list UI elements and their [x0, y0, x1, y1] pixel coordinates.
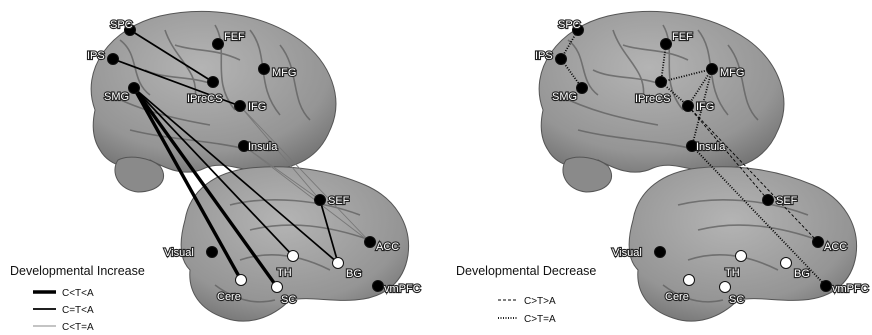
- node-visual: Visual: [164, 247, 218, 260]
- node-marker-mfg: [259, 64, 270, 75]
- node-marker-acc: [813, 237, 824, 248]
- node-marker-ips: [556, 54, 567, 65]
- legend-increase: C<T<A C=T<A C<T=A: [33, 288, 94, 333]
- node-label-sef: SEF: [328, 195, 350, 207]
- node-marker-sef: [763, 195, 774, 206]
- node-marker-ifg: [683, 101, 694, 112]
- node-label-cere: Cere: [665, 291, 689, 303]
- node-marker-acc: [365, 237, 376, 248]
- node-marker-smg: [129, 83, 140, 94]
- node-label-iprecs: IPreCS: [635, 93, 670, 105]
- node-marker-smg: [577, 83, 588, 94]
- panel-title-increase: Developmental Increase: [10, 264, 145, 278]
- node-marker-ifg: [235, 101, 246, 112]
- node-label-mfg: MFG: [720, 67, 744, 79]
- node-label-visual: Visual: [164, 247, 194, 259]
- legend-label-dashed: C>T>A: [524, 296, 556, 307]
- node-label-ips: IPS: [87, 50, 105, 62]
- node-label-ips: IPS: [535, 50, 553, 62]
- node-marker-iprecs: [208, 77, 219, 88]
- legend-label-thick: C<T<A: [62, 288, 94, 299]
- node-label-ifg: IFG: [248, 101, 266, 113]
- node-label-vmpfc: vmPFC: [384, 283, 421, 295]
- node-label-fef: FEF: [224, 31, 245, 43]
- node-label-ifg: IFG: [696, 101, 714, 113]
- panel-increase: SPC FEF IPS MFG SMG IPreCS IFG InsulaSEF ACC Visu…: [10, 11, 421, 333]
- node-label-insula: Insula: [248, 141, 278, 153]
- node-marker-mfg: [707, 64, 718, 75]
- node-marker-cere: [684, 275, 695, 286]
- node-label-sc: SC: [281, 294, 296, 306]
- node-marker-cere: [236, 275, 247, 286]
- node-marker-th: [736, 251, 747, 262]
- node-marker-fef: [661, 39, 672, 50]
- node-label-bg: BG: [794, 268, 810, 280]
- node-ifg: IFG: [683, 101, 715, 114]
- node-label-iprecs: IPreCS: [187, 93, 222, 105]
- node-marker-sc: [720, 282, 731, 293]
- node-marker-visual: [655, 247, 666, 258]
- node-label-cere: Cere: [217, 291, 241, 303]
- node-label-smg: SMG: [552, 91, 577, 103]
- node-marker-bg: [781, 258, 792, 269]
- node-label-vmpfc: vmPFC: [832, 283, 869, 295]
- node-label-acc: ACC: [376, 241, 399, 253]
- node-marker-fef: [213, 39, 224, 50]
- node-label-th: TH: [725, 267, 740, 279]
- node-marker-th: [288, 251, 299, 262]
- node-marker-vmpfc: [821, 281, 832, 292]
- node-ifg: IFG: [235, 101, 267, 114]
- node-marker-visual: [207, 247, 218, 258]
- node-marker-bg: [333, 258, 344, 269]
- node-label-sef: SEF: [776, 195, 798, 207]
- node-sef: SEF: [315, 195, 350, 208]
- node-label-th: TH: [277, 267, 292, 279]
- legend-label-medium: C=T<A: [62, 305, 94, 316]
- node-label-visual: Visual: [612, 247, 642, 259]
- legend-decrease: C>T>A C>T=A: [498, 296, 556, 325]
- panel-title-decrease: Developmental Decrease: [456, 264, 596, 278]
- node-marker-ips: [108, 54, 119, 65]
- node-marker-iprecs: [656, 77, 667, 88]
- node-label-acc: ACC: [824, 241, 847, 253]
- node-label-sc: SC: [729, 294, 744, 306]
- node-marker-sef: [315, 195, 326, 206]
- node-label-smg: SMG: [104, 91, 129, 103]
- node-label-mfg: MFG: [272, 67, 296, 79]
- panel-decrease: SPC FEF IPS MFG SMG IPreCS IFG InsulaSEF ACC Visu…: [456, 11, 869, 325]
- node-marker-vmpfc: [373, 281, 384, 292]
- node-label-spc: SPC: [110, 19, 133, 31]
- legend-label-dotted: C>T=A: [524, 314, 556, 325]
- node-visual: Visual: [612, 247, 666, 260]
- node-sef: SEF: [763, 195, 798, 208]
- node-insula: Insula: [687, 141, 727, 154]
- node-insula: Insula: [239, 141, 279, 154]
- node-label-fef: FEF: [672, 31, 693, 43]
- node-marker-sc: [272, 282, 283, 293]
- node-label-bg: BG: [346, 268, 362, 280]
- node-label-spc: SPC: [558, 19, 581, 31]
- node-label-insula: Insula: [696, 141, 726, 153]
- legend-label-thin: C<T=A: [62, 322, 94, 333]
